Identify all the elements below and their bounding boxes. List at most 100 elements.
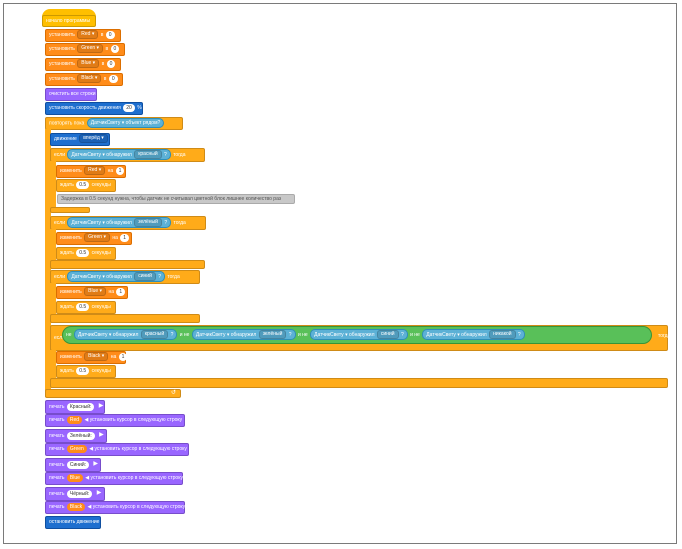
repeat-bottom: ↺ <box>45 389 181 398</box>
newline-icon: ◀ <box>89 446 94 452</box>
newline-label: установить курсор в следующую строку <box>89 417 183 423</box>
and-label: и <box>297 332 301 338</box>
wait-block[interactable]: ждать 0.5 секунды <box>56 365 116 378</box>
seconds-input[interactable]: 0.5 <box>76 248 90 257</box>
seconds-label: секунды <box>91 368 111 374</box>
wait-block[interactable]: ждать 0.5 секунды <box>56 247 116 260</box>
change-blue-block[interactable]: изменить Blue ▾ на 1 <box>56 286 128 299</box>
print-block[interactable]: печать Красный: ▶ <box>45 400 105 414</box>
if-bottom <box>50 378 668 388</box>
var-dropdown[interactable]: Blue ▾ <box>84 287 107 297</box>
change-label: изменить <box>60 289 82 295</box>
var-reporter[interactable]: Blue <box>66 473 83 482</box>
seconds-input[interactable]: 0.5 <box>76 366 90 375</box>
value-input[interactable]: 1 <box>120 233 130 242</box>
value-input[interactable]: 1 <box>116 287 126 296</box>
newline-icon: ◀ <box>85 475 90 481</box>
var-dropdown[interactable]: Blue ▾ <box>77 59 100 69</box>
value-input[interactable]: 1 <box>115 166 125 175</box>
var-dropdown[interactable]: Green ▾ <box>84 233 110 243</box>
set-black-block[interactable]: установить Black ▾ в 0 <box>45 73 123 86</box>
wait-block[interactable]: ждать 0.5 секунды <box>56 179 116 192</box>
newline-label: установить курсор в следующую строку <box>90 475 183 481</box>
color-sensor-reporter[interactable]: ДатчикСвету ▾ обнаружил красный ? <box>67 149 171 160</box>
print-block[interactable]: печать Синий: ▶ <box>45 458 101 472</box>
text-input[interactable]: Синий: <box>66 460 90 469</box>
clear-block[interactable]: очистить все строки <box>45 88 97 101</box>
print-block[interactable]: печать Зелёный: ▶ <box>45 429 107 443</box>
and-label: и <box>179 332 183 338</box>
color-sensor-reporter[interactable]: ДатчикСвету ▾ обнаружил синий ? <box>310 329 408 341</box>
print-block[interactable]: печать Чёрный: ▶ <box>45 487 105 501</box>
speed-block[interactable]: установить скорость движения 20 % <box>45 102 143 115</box>
if-blue-block[interactable]: если ДатчикСвету ▾ обнаружил синий ? тог… <box>50 270 200 284</box>
text-input[interactable]: Чёрный: <box>66 489 93 498</box>
print-block[interactable]: печать Green ◀ установить курсор в следу… <box>45 443 189 456</box>
value-input[interactable]: 1 <box>118 352 128 361</box>
on-label: на <box>110 354 117 360</box>
if-bottom <box>50 260 205 269</box>
seconds-input[interactable]: 0.5 <box>76 302 90 311</box>
if-green-block[interactable]: если ДатчикСвету ▾ обнаружил зелёный ? т… <box>50 216 206 230</box>
not-label: не <box>414 332 420 338</box>
text-input[interactable]: Зелёный: <box>66 431 95 440</box>
repeat-until-block[interactable]: повторять пока ДатчикСвету ▾ объект рядо… <box>45 117 183 130</box>
var-dropdown[interactable]: Black ▾ <box>84 352 109 362</box>
newline-label: установить курсор в следующую строку <box>94 446 187 452</box>
touch-sensor-reporter[interactable]: ДатчикСвету ▾ объект рядом? <box>86 118 165 128</box>
var-reporter[interactable]: Green <box>66 444 87 453</box>
print-label: печать <box>49 490 65 497</box>
color-sensor-reporter[interactable]: ДатчикСвету ▾ обнаружил зелёный ? <box>67 217 172 228</box>
change-red-block[interactable]: изменить Red ▾ на 1 <box>56 165 126 178</box>
seconds-input[interactable]: 0.5 <box>76 180 90 189</box>
color-sensor-reporter[interactable]: ДатчикСвету ▾ обнаружил красный ? <box>73 329 178 341</box>
on-label: на <box>112 235 118 241</box>
change-green-block[interactable]: изменить Green ▾ на 1 <box>56 232 132 245</box>
wait-block[interactable]: ждать 0.5 секунды <box>56 301 116 314</box>
print-block[interactable]: печать Black ◀ установить курсор в следу… <box>45 501 185 514</box>
to-label: в <box>105 46 109 52</box>
then-label: тогда <box>173 219 186 226</box>
to-label: в <box>100 32 104 38</box>
arrow-right-icon: ▶ <box>98 403 104 409</box>
start-block[interactable]: начало программы <box>42 15 96 27</box>
print-block[interactable]: печать Blue ◀ установить курсор в следую… <box>45 472 183 485</box>
value-input[interactable]: 0 <box>110 44 120 53</box>
repeat-arm <box>45 129 51 397</box>
then-label: тогда <box>658 333 671 339</box>
var-dropdown[interactable]: Black ▾ <box>77 74 102 84</box>
and-label: и <box>410 332 413 338</box>
repeat-label: повторять пока <box>49 120 85 127</box>
text-input[interactable]: Красный: <box>66 402 95 411</box>
var-dropdown[interactable]: Red ▾ <box>77 30 99 40</box>
move-block[interactable]: движение вперёд ▾ <box>50 133 110 146</box>
var-dropdown[interactable]: Green ▾ <box>77 44 104 54</box>
color-sensor-reporter[interactable]: ДатчикСвету ▾ обнаружил зелёный ? <box>191 329 296 341</box>
set-red-block[interactable]: установить Red ▾ в 0 <box>45 29 121 42</box>
direction-dropdown[interactable]: вперёд ▾ <box>79 134 108 144</box>
stop-block[interactable]: остановить движение <box>45 516 101 529</box>
start-label: начало программы <box>46 18 91 24</box>
set-blue-block[interactable]: установить Blue ▾ в 0 <box>45 58 121 71</box>
color-sensor-reporter[interactable]: ДатчикСвету ▾ обнаружил синий ? <box>67 271 166 282</box>
print-label: печать <box>49 403 65 410</box>
set-green-block[interactable]: установить Green ▾ в 0 <box>45 43 125 56</box>
change-black-block[interactable]: изменить Black ▾ на 1 <box>56 351 128 364</box>
speed-input[interactable]: 20 <box>123 103 135 112</box>
and-operator[interactable]: не ДатчикСвету ▾ обнаружил красный ? и н… <box>62 326 652 344</box>
value-input[interactable]: 0 <box>106 59 116 68</box>
if-arm <box>50 161 56 212</box>
comment-note[interactable]: Задержка в 0.5 секунд нужна, чтобы датчи… <box>57 194 295 204</box>
var-dropdown[interactable]: Red ▾ <box>84 166 106 176</box>
print-block[interactable]: печать Red ◀ установить курсор в следующ… <box>45 414 185 427</box>
value-input[interactable]: 0 <box>105 30 115 39</box>
if-red-block[interactable]: если ДатчикСвету ▾ обнаружил красный ? т… <box>50 148 205 162</box>
var-reporter[interactable]: Red <box>66 415 83 424</box>
on-label: на <box>108 289 115 295</box>
print-label: печать <box>49 432 65 439</box>
value-input[interactable]: 0 <box>108 74 118 83</box>
var-reporter[interactable]: Black <box>66 502 86 511</box>
change-label: изменить <box>60 354 82 360</box>
set-label: установить <box>49 76 75 82</box>
color-sensor-reporter[interactable]: ДатчикСвету ▾ обнаружил никакой ? <box>422 329 525 341</box>
